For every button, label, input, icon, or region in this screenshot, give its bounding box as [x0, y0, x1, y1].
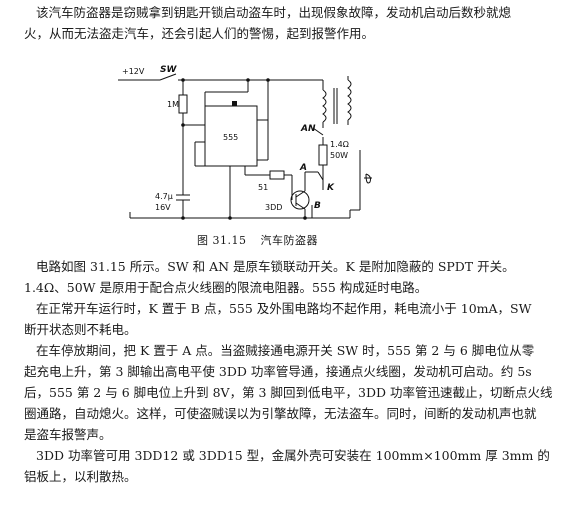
transistor-label: 3DD: [265, 203, 282, 212]
body-line: 断开状态则不耗电。: [24, 322, 137, 337]
r2-label: 51: [258, 183, 268, 192]
r1-label: 1M: [167, 100, 179, 109]
k-label: K: [327, 183, 335, 193]
body-line: 圈通路，自动熄火。这样，可使盗贼误以为引擎故障，无法盗车。同时，间断的发动机声也…: [24, 406, 537, 421]
cap-voltage-label: 16V: [155, 203, 171, 212]
body-line: 电路如图 31.15 所示。SW 和 AN 是原车锁联动开关。K 是附加隐蔽的 …: [36, 259, 515, 274]
pin-a-label: A: [299, 163, 307, 173]
body-line: 在车停放期间，把 K 置于 A 点。当盗贼接通电源开关 SW 时，555 第 2…: [36, 343, 535, 358]
ballast-power-label: 50W: [330, 151, 348, 160]
an-label: AN: [300, 124, 316, 134]
sw-label: SW: [160, 65, 177, 75]
pin-b-label: B: [314, 201, 321, 211]
body-line: 是盗车报警声。: [24, 427, 112, 442]
ic-label: 555: [223, 133, 238, 142]
body-line: 起充电上升，第 3 脚输出高电平使 3DD 功率管导通，接通点火线圈，发动机可启…: [24, 364, 532, 379]
body-line: 在正常开车运行时，K 置于 B 点，555 及外围电路均不起作用，耗电流小于 1…: [36, 301, 532, 316]
figure-caption: 图 31.15 汽车防盗器: [197, 232, 318, 248]
cap-value-label: 4.7μ: [155, 192, 173, 201]
intro-line: 该汽车防盗器是窃贼拿到钥匙开锁启动盗车时，出现假象故障，发动机启动后数秒就熄: [36, 5, 512, 20]
intro-line: 火，从而无法盗走汽车，还会引起人们的警惕，起到报警作用。: [24, 26, 375, 41]
body-line: 3DD 功率管可用 3DD12 或 3DD15 型，金属外壳可安装在 100mm…: [36, 448, 550, 463]
body-line: 1.4Ω、50W 是原用于配合点火线圈的限流电阻器。555 构成延时电路。: [24, 280, 428, 295]
body-line: 后，555 第 2 与 6 脚电位上升到 8V，第 3 脚回到低电平，3DD 功…: [24, 385, 553, 400]
intro-paragraph: 该汽车防盗器是窃贼拿到钥匙开锁启动盗车时，出现假象故障，发动机启动后数秒就熄 火…: [24, 2, 512, 44]
figure-number: 图 31.15: [197, 234, 247, 247]
figure-title: 汽车防盗器: [260, 234, 318, 247]
circuit-diagram: +12V SW 1M 555 AN 1.4Ω 50W 51 4.7μ 16V 3…: [118, 65, 372, 220]
body-text: 电路如图 31.15 所示。SW 和 AN 是原车锁联动开关。K 是附加隐蔽的 …: [24, 256, 552, 487]
ballast-resistor-label: 1.4Ω: [330, 140, 349, 149]
supply-label: +12V: [122, 67, 145, 76]
body-line: 铝板上，以利散热。: [24, 469, 137, 484]
